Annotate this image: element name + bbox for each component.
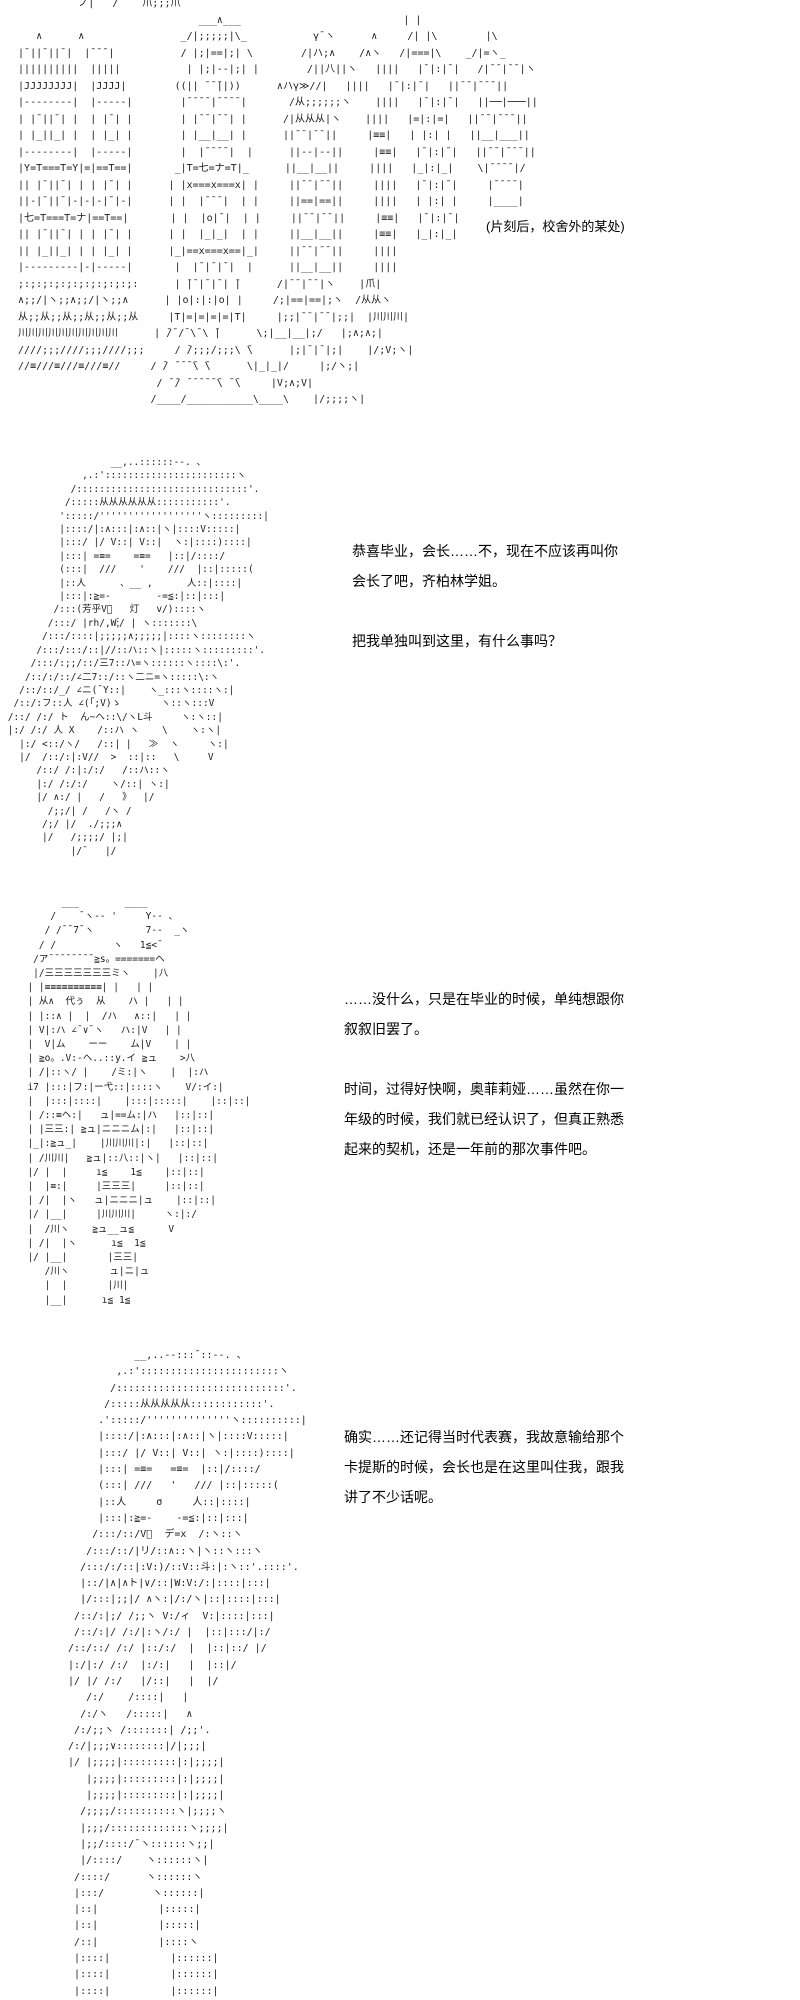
ascii-art-character-portrait-2: ___ ____ / ¯ヽ-‐ ' Y‐- 、 / /¯¯7¯ヽ 7‐- _ヽ … — [27, 897, 251, 1306]
ascii-art-character-portrait-1: __,..::::::‐-. 、 ,.:':::::::::::::::::::… — [7, 457, 269, 857]
dialogue-paragraph: 把我单独叫到这里，有什么事吗？ — [352, 633, 562, 649]
dialogue-paragraph: ……没什么，只是在毕业的时候，单纯想跟你叙叙旧罢了。 — [344, 991, 624, 1037]
ascii-art-character-portrait-3: __,..-‐:::¯::‐-. 、 ,.:':::::::::::::::::… — [68, 1350, 307, 1997]
dialogue-paragraph: 恭喜毕业，会长……不，现在不应该再叫你会长了吧，齐柏林学姐。 — [352, 543, 618, 589]
dialogue-block-1: 恭喜毕业，会长……不，现在不应该再叫你会长了吧，齐柏林学姐。 把我单独叫到这里，… — [352, 536, 630, 686]
dialogue-paragraph: 确实……还记得当时代表赛，我故意输给那个卡提斯的时候，会长也是在这里叫住我，跟我… — [344, 1429, 624, 1505]
ascii-art-school-building: ノ| / 爪;;;爪 ___∧___ | | ∧ ∧ _/|;;;;;|\_ γ… — [18, 0, 538, 405]
dialogue-block-2: ……没什么，只是在毕业的时候，单纯想跟你叙叙旧罢了。 时间，过得好快啊，奥菲莉娅… — [344, 984, 628, 1194]
scene-caption: (片刻后，校舍外的某处) — [486, 219, 625, 234]
dialogue-paragraph: 时间，过得好快啊，奥菲莉娅……虽然在你一年级的时候，我们就已经认识了，但真正熟悉… — [344, 1081, 624, 1157]
dialogue-block-3: 确实……还记得当时代表赛，我故意输给那个卡提斯的时候，会长也是在这里叫住我，跟我… — [344, 1422, 630, 1542]
